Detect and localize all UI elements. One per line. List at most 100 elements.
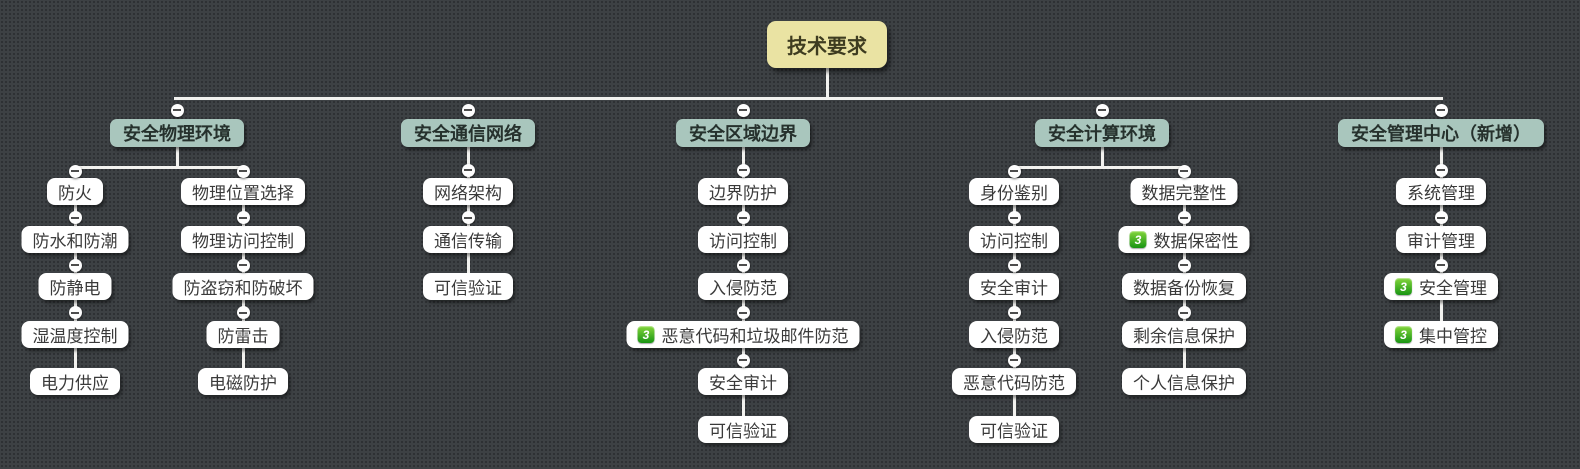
collapse-handle-icon[interactable] [736, 163, 750, 177]
connector-line [1100, 147, 1104, 169]
topic-node[interactable]: 安全审计 [969, 273, 1059, 300]
collapse-handle-icon[interactable] [236, 164, 250, 178]
collapse-handle-icon[interactable] [1007, 306, 1021, 319]
collapse-handle-icon[interactable] [236, 258, 250, 272]
topic-node[interactable]: 系统管理 [1396, 178, 1486, 205]
topic-node[interactable]: 物理访问控制 [181, 226, 305, 253]
collapse-handle-icon[interactable] [1095, 103, 1109, 117]
branch-topic[interactable]: 安全管理中心（新增） [1338, 119, 1544, 147]
collapse-handle-icon[interactable] [736, 211, 750, 224]
topic-node-label: 剩余信息保护 [1133, 327, 1235, 346]
collapse-handle-icon[interactable] [170, 103, 184, 117]
root-topic[interactable]: 技术要求 [767, 21, 887, 68]
topic-node[interactable]: 物理位置选择 [181, 178, 305, 205]
topic-node[interactable]: 个人信息保护 [1122, 368, 1246, 395]
topic-node[interactable]: 身份鉴别 [969, 178, 1059, 205]
topic-node[interactable]: 剩余信息保护 [1122, 321, 1246, 348]
topic-node-label: 访问控制 [980, 232, 1048, 251]
collapse-handle-icon[interactable] [1007, 258, 1021, 272]
branch-topic[interactable]: 安全物理环境 [110, 119, 244, 147]
collapse-handle-icon[interactable] [1177, 164, 1191, 178]
topic-node[interactable]: 防水和防潮 [21, 226, 129, 253]
topic-node-label: 防盗窃和防破坏 [183, 279, 303, 298]
topic-node[interactable]: 电力供应 [30, 368, 120, 395]
priority-badge-icon: 3 [1395, 326, 1412, 343]
collapse-handle-icon[interactable] [1434, 258, 1448, 272]
connector-line [1182, 348, 1186, 368]
connector-line [466, 147, 470, 178]
topic-node-label: 边界防护 [709, 184, 777, 203]
topic-node[interactable]: 安全审计 [698, 368, 788, 395]
connector-line [73, 166, 245, 169]
collapse-handle-icon[interactable] [736, 306, 750, 319]
topic-node-label: 电力供应 [41, 374, 109, 393]
connector-line [825, 68, 829, 100]
topic-node-label: 恶意代码和垃圾邮件防范 [661, 327, 849, 346]
collapse-handle-icon[interactable] [1434, 211, 1448, 224]
collapse-handle-icon[interactable] [1434, 103, 1448, 117]
topic-node[interactable]: 入侵防范 [698, 273, 788, 300]
collapse-handle-icon[interactable] [736, 353, 750, 367]
collapse-handle-icon[interactable] [236, 211, 250, 224]
connector-line [73, 348, 77, 368]
collapse-handle-icon[interactable] [1177, 211, 1191, 224]
connector-line [741, 147, 745, 178]
topic-node[interactable]: 网络架构 [423, 178, 513, 205]
topic-node[interactable]: 防盗窃和防破坏 [172, 273, 314, 300]
collapse-handle-icon[interactable] [736, 258, 750, 272]
connector-line [173, 97, 1443, 100]
collapse-handle-icon[interactable] [1007, 164, 1021, 178]
topic-node-label: 安全审计 [980, 279, 1048, 298]
topic-node[interactable]: 防雷击 [206, 321, 280, 348]
collapse-handle-icon[interactable] [68, 258, 82, 272]
collapse-handle-icon[interactable] [1177, 306, 1191, 319]
topic-node[interactable]: 电磁防护 [198, 368, 288, 395]
connector-line [1439, 147, 1443, 178]
priority-badge-icon: 3 [1395, 278, 1412, 295]
topic-node[interactable]: 审计管理 [1396, 226, 1486, 253]
topic-node[interactable]: 数据完整性 [1130, 178, 1238, 205]
collapse-handle-icon[interactable] [68, 164, 82, 178]
topic-node-label: 数据保密性 [1153, 232, 1239, 251]
branch-topic[interactable]: 安全区域边界 [676, 119, 810, 147]
topic-node[interactable]: 防静电 [38, 273, 112, 300]
topic-node[interactable]: 湿温度控制 [21, 321, 129, 348]
topic-node-label: 审计管理 [1407, 232, 1475, 251]
collapse-handle-icon[interactable] [1007, 353, 1021, 367]
collapse-handle-icon[interactable] [1007, 211, 1021, 224]
topic-node[interactable]: 访问控制 [698, 226, 788, 253]
branch-topic-label: 安全管理中心（新增） [1351, 124, 1531, 144]
branch-topic[interactable]: 安全计算环境 [1035, 119, 1169, 147]
branch-topic[interactable]: 安全通信网络 [401, 119, 535, 147]
topic-node[interactable]: 防火 [47, 178, 103, 205]
topic-node[interactable]: 入侵防范 [969, 321, 1059, 348]
collapse-handle-icon[interactable] [461, 103, 475, 117]
topic-node[interactable]: 可信验证 [423, 273, 513, 300]
topic-node[interactable]: 访问控制 [969, 226, 1059, 253]
topic-node-label: 身份鉴别 [980, 184, 1048, 203]
topic-node[interactable]: 通信传输 [423, 226, 513, 253]
collapse-handle-icon[interactable] [1434, 163, 1448, 177]
branch-topic-label: 安全区域边界 [689, 124, 797, 144]
topic-node-label: 网络架构 [434, 184, 502, 203]
collapse-handle-icon[interactable] [461, 163, 475, 177]
collapse-handle-icon[interactable] [68, 211, 82, 224]
topic-node-label: 物理访问控制 [192, 232, 294, 251]
topic-node-label: 防水和防潮 [32, 232, 118, 251]
topic-node[interactable]: 边界防护 [698, 178, 788, 205]
topic-node[interactable]: 可信验证 [969, 416, 1059, 443]
collapse-handle-icon[interactable] [68, 306, 82, 319]
collapse-handle-icon[interactable] [736, 103, 750, 117]
topic-node[interactable]: 数据备份恢复 [1122, 273, 1246, 300]
collapse-handle-icon[interactable] [461, 211, 475, 224]
topic-node[interactable]: 可信验证 [698, 416, 788, 443]
topic-node[interactable]: 恶意代码防范 [952, 368, 1076, 395]
collapse-handle-icon[interactable] [236, 306, 250, 319]
collapse-handle-icon[interactable] [1177, 258, 1191, 272]
topic-node-label: 湿温度控制 [32, 327, 118, 346]
